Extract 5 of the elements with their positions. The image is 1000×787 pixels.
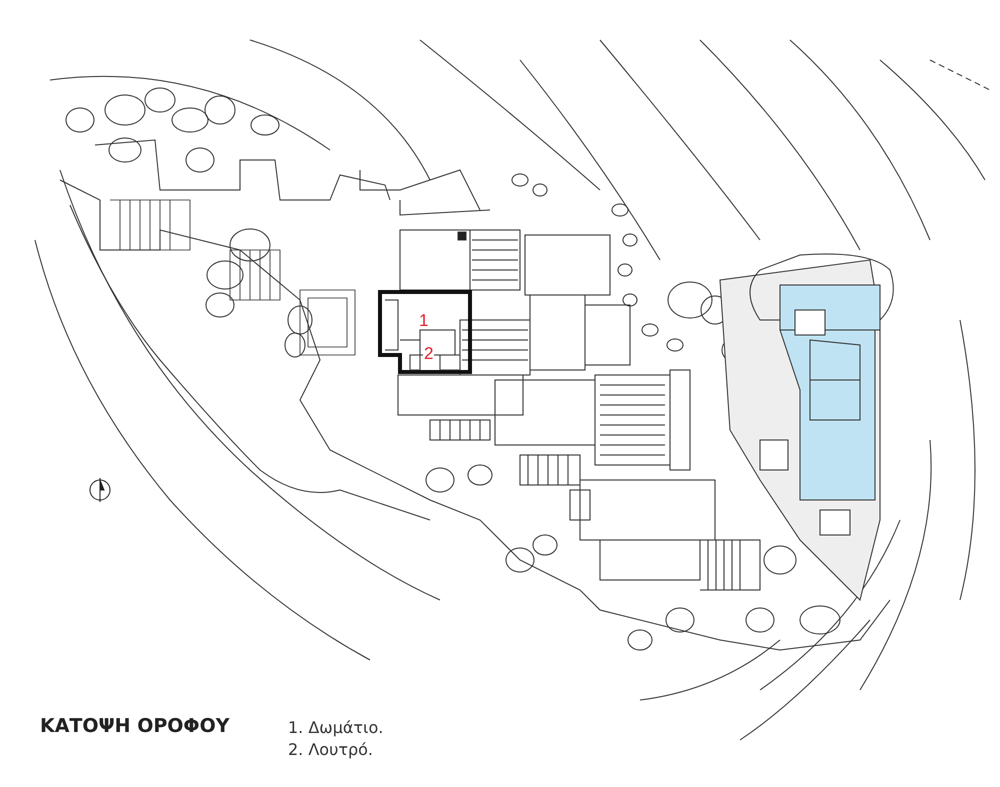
callout-number: 1 xyxy=(418,312,430,329)
legend-note: 2. Λουτρό. xyxy=(288,740,374,759)
callout-number: 2 xyxy=(423,345,434,362)
legend-note: 1. Δωμάτιο. xyxy=(288,718,384,737)
plan-title: ΚΑΤΟΨΗ ΟΡΟΦΟΥ xyxy=(40,715,230,737)
